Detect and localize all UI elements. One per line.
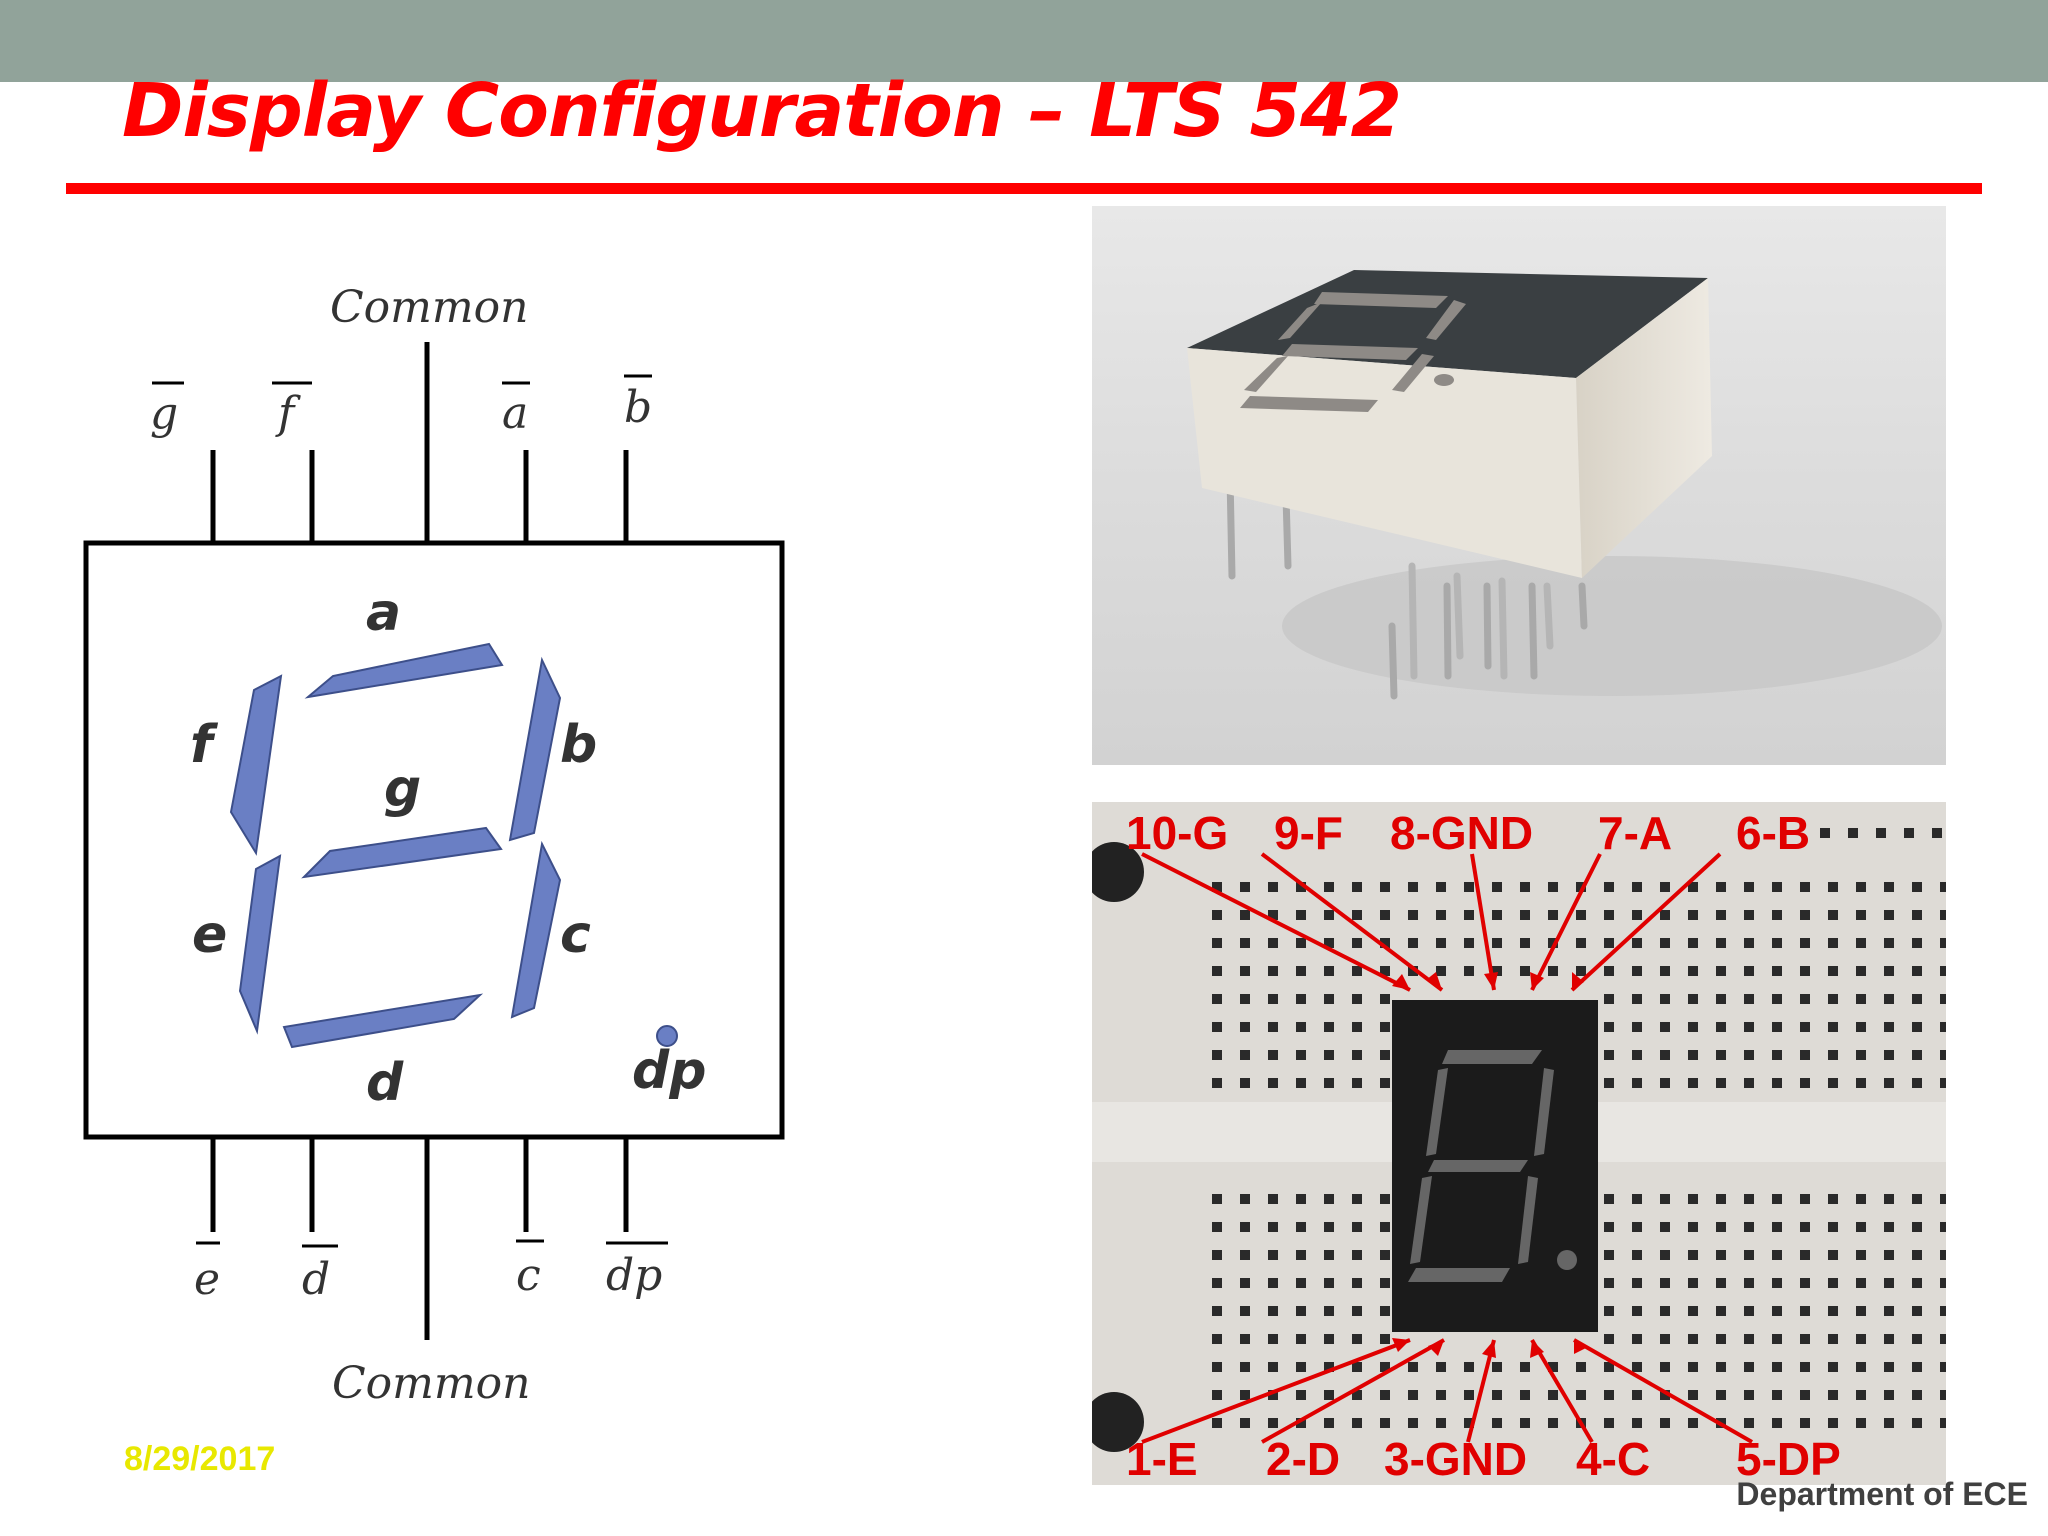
segment-c	[510, 840, 562, 1019]
common-top-label: Common	[330, 282, 528, 333]
segment-label-d: d	[366, 1053, 404, 1113]
label-2-d: 2-D	[1266, 1433, 1341, 1485]
segment-label-dp: dp	[632, 1041, 706, 1101]
pin-label-d: d	[302, 1254, 330, 1305]
overbars	[152, 374, 668, 1248]
top-band	[0, 0, 2048, 82]
label-1-e: 1-E	[1126, 1433, 1198, 1485]
segment-g	[301, 826, 503, 879]
segment-label-b: b	[560, 715, 597, 775]
label-7-a: 7-A	[1598, 807, 1673, 859]
segment-label-c: c	[560, 905, 591, 965]
label-5-dp: 5-DP	[1736, 1433, 1841, 1485]
segment-e	[238, 854, 282, 1035]
segment-label-e: e	[192, 905, 227, 965]
package-outline	[83, 540, 785, 1140]
seven-segment-schematic: Common g f a b e d c dp Common a b c d e…	[83, 282, 785, 1409]
segment-label-a: a	[366, 583, 401, 643]
common-bottom-label: Common	[332, 1358, 530, 1409]
bottom-pins	[210, 1137, 629, 1340]
label-10-g: 10-G	[1126, 807, 1229, 859]
segment-dp	[656, 1025, 678, 1047]
segment-label-g: g	[384, 759, 421, 819]
top-pins	[210, 342, 629, 543]
pin-label-a: a	[502, 388, 528, 439]
pin-label-c: c	[516, 1250, 541, 1301]
segment-label-f: f	[190, 715, 219, 775]
pin-label-b: b	[624, 382, 652, 433]
label-4-c: 4-C	[1576, 1433, 1651, 1485]
pin-label-f: f	[275, 388, 301, 439]
label-3-gnd: 3-GND	[1384, 1433, 1528, 1485]
slide-title: Display Configuration – LTS 542	[122, 68, 1402, 154]
label-6-b: 6-B	[1736, 807, 1811, 859]
breadboard-photo: 10-G 9-F 8-GND 7-A 6-B 1-E 2-D 3-GND 4-C…	[1092, 802, 1946, 1485]
segment-b	[508, 656, 562, 842]
pin-label-e: e	[194, 1254, 220, 1305]
display-photo	[1092, 206, 1946, 765]
pin-label-dp: dp	[606, 1250, 662, 1301]
label-9-f: 9-F	[1274, 807, 1343, 859]
segment-a	[304, 642, 504, 699]
slide-date: 8/29/2017	[124, 1440, 276, 1478]
pin-label-g: g	[150, 388, 178, 439]
department-label: Department of ECE	[1736, 1476, 2028, 1512]
segment-d	[282, 993, 484, 1049]
segment-f	[229, 674, 283, 856]
title-underline	[66, 183, 1982, 194]
label-8-gnd: 8-GND	[1390, 807, 1534, 859]
